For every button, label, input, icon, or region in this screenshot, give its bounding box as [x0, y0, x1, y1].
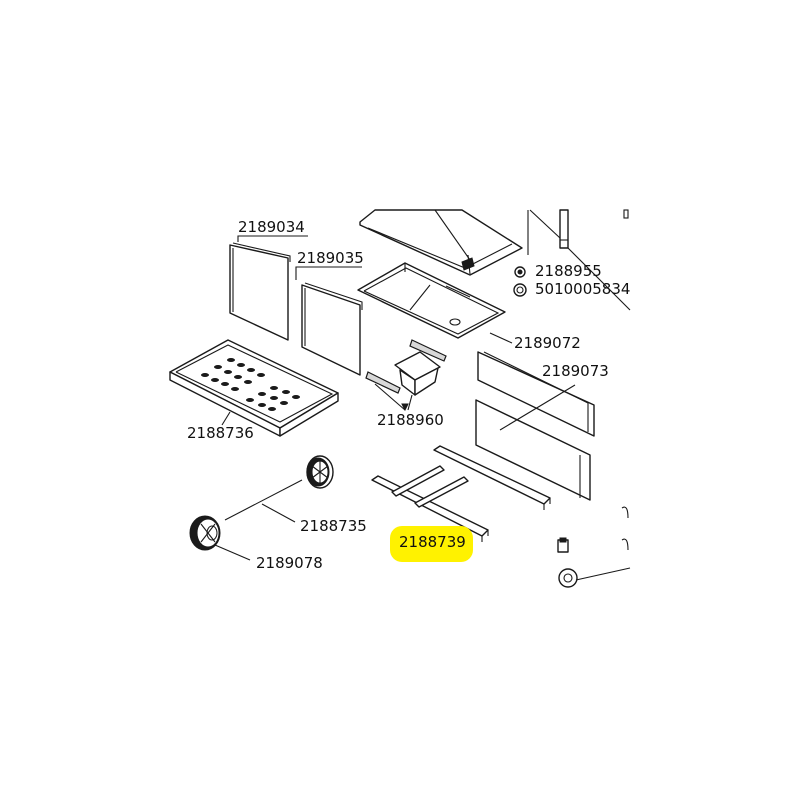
firebox-frame: [359, 209, 523, 276]
label-2188735: 2188735: [300, 517, 367, 535]
label-2188739: 2188739: [399, 533, 466, 551]
label-2189078: 2189078: [256, 554, 323, 572]
label-2189073: 2189073: [542, 362, 609, 380]
back-panel-2189073: [475, 351, 595, 501]
fastener-5010005834: [513, 283, 527, 297]
label-2188960: 2188960: [377, 411, 444, 429]
bottom-tray-2189072: [357, 262, 513, 344]
grease-cup-2188960: [365, 339, 447, 412]
label-2188955: 2188955: [535, 262, 602, 280]
fastener-2188955: [514, 266, 526, 278]
label-5010005834: 5010005834: [535, 280, 630, 298]
axle-2188735: [224, 479, 303, 523]
leg-post: [527, 209, 631, 311]
side-panel-2189034: [229, 235, 308, 341]
label-2189072: 2189072: [514, 334, 581, 352]
wheel-2189078: [189, 515, 251, 561]
label-2189034: 2189034: [238, 218, 305, 236]
label-2188736: 2188736: [187, 424, 254, 442]
label-2189035: 2189035: [297, 249, 364, 267]
side-panel-2189035: [295, 266, 363, 376]
part-number-highlight: [390, 526, 473, 562]
shelf-2188736: [169, 339, 339, 437]
caster: [557, 506, 631, 588]
wheel-upper: [306, 455, 334, 489]
shelf-slots: [201, 358, 300, 411]
bottom-frame-2188739: [371, 445, 551, 542]
